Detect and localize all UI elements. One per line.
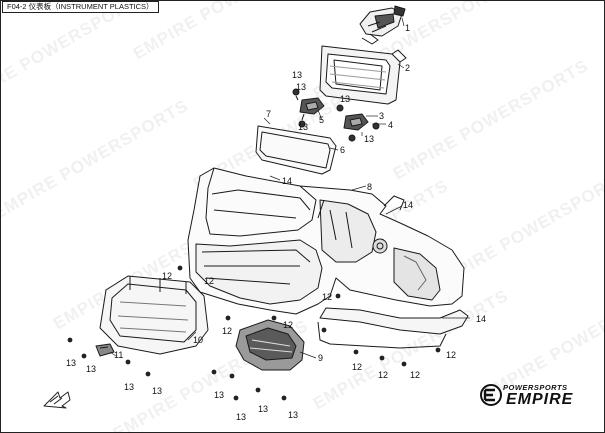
- callout-14: 14: [403, 200, 413, 210]
- callout-repeat-13: 13: [66, 358, 76, 368]
- part-2-bezel: [319, 45, 407, 105]
- callout-numbers: 1 2 3 4 5 6 7 8 9 10 11 12 13 14: [114, 23, 413, 363]
- callout-6: 6: [340, 145, 345, 155]
- logo-brand: EMPIRE: [506, 391, 574, 408]
- callout-3: 3: [379, 111, 384, 121]
- callout-repeat-14: 14: [282, 176, 292, 186]
- logo-tagline: POWERSPORTS: [503, 383, 568, 392]
- callout-repeat-12: 12: [222, 326, 232, 336]
- callout-repeat-13: 13: [124, 382, 134, 392]
- callout-repeat-13: 13: [288, 410, 298, 420]
- part-7-lens: [255, 125, 337, 175]
- callout-repeat-13: 13: [258, 404, 268, 414]
- callout-repeat-13: 13: [86, 364, 96, 374]
- callout-11: 11: [114, 350, 123, 360]
- callout-1: 1: [405, 23, 410, 33]
- callout-repeat-13: 13: [340, 94, 350, 104]
- callout-repeat-12: 12: [410, 370, 420, 380]
- callout-13: 13: [292, 70, 302, 80]
- part-8-dashboard: [187, 167, 465, 315]
- callout-repeat-12: 12: [352, 362, 362, 372]
- callout-10: 10: [193, 335, 203, 345]
- callout-repeat-12: 12: [204, 276, 214, 286]
- callout-5: 5: [319, 115, 324, 125]
- part-10-storage-tray: [99, 275, 209, 355]
- callout-12: 12: [162, 271, 172, 281]
- callout-4: 4: [388, 120, 393, 130]
- part-1-clip: [359, 5, 406, 45]
- callout-repeat-12: 12: [446, 350, 456, 360]
- callout-repeat-13: 13: [298, 122, 308, 132]
- leader-lines: [109, 17, 470, 359]
- fastener-icons: [67, 265, 441, 401]
- callout-9: 9: [318, 353, 323, 363]
- callout-8: 8: [367, 182, 372, 192]
- callout-7: 7: [266, 109, 271, 119]
- callout-repeat-14: 14: [476, 314, 486, 324]
- callout-repeat-13: 13: [214, 390, 224, 400]
- lower-trim-strip: [317, 307, 469, 349]
- part-11-clip: [95, 343, 115, 357]
- direction-arrow-icon: [43, 391, 71, 409]
- part-5-bracket-left: [292, 88, 325, 128]
- callout-repeat-12: 12: [283, 320, 293, 330]
- callout-repeat-13: 13: [236, 412, 246, 422]
- callout-repeat-13: 13: [152, 386, 162, 396]
- callout-repeat-12: 12: [378, 370, 388, 380]
- diagram-title: F04-2 仪表板（INSTRUMENT PLASTICS）: [2, 1, 159, 13]
- empire-logo-icon: [480, 384, 502, 406]
- callout-repeat-13: 13: [364, 134, 374, 144]
- callout-2: 2: [405, 63, 410, 73]
- callout-repeat-12: 12: [322, 292, 332, 302]
- brand-logo: POWERSPORTS EMPIRE: [479, 383, 589, 408]
- callout-repeat-13: 13: [296, 82, 306, 92]
- part-9-vent-cover: [235, 319, 305, 371]
- part-5-bracket-right: [336, 104, 380, 142]
